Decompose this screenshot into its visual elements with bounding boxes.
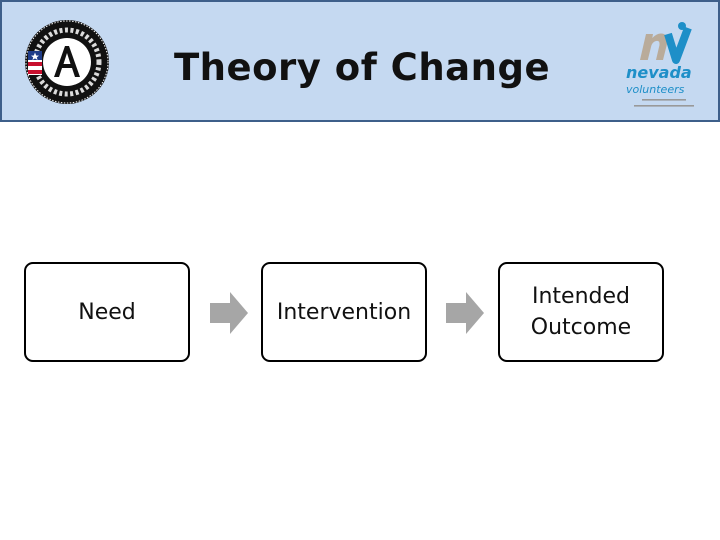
- step-label: Need: [78, 299, 136, 325]
- svg-text:nevada: nevada: [626, 63, 692, 82]
- step-intervention-box: Intervention: [261, 262, 427, 362]
- arrow-right-icon: [446, 292, 484, 334]
- nevada-volunteers-logo: nevada volunteers: [620, 12, 710, 112]
- step-label: Intervention: [276, 299, 412, 325]
- arrow-right-icon: [210, 292, 248, 334]
- svg-text:volunteers: volunteers: [626, 83, 685, 96]
- americorps-nevada-logo: [24, 19, 110, 105]
- slide-header: Theory of Change nevada volunteers: [0, 0, 720, 122]
- step-intended-outcome-box: Intended Outcome: [498, 262, 664, 362]
- slide-title: Theory of Change: [173, 46, 551, 89]
- step-need-box: Need: [24, 262, 190, 362]
- step-label: Intended Outcome: [530, 284, 632, 340]
